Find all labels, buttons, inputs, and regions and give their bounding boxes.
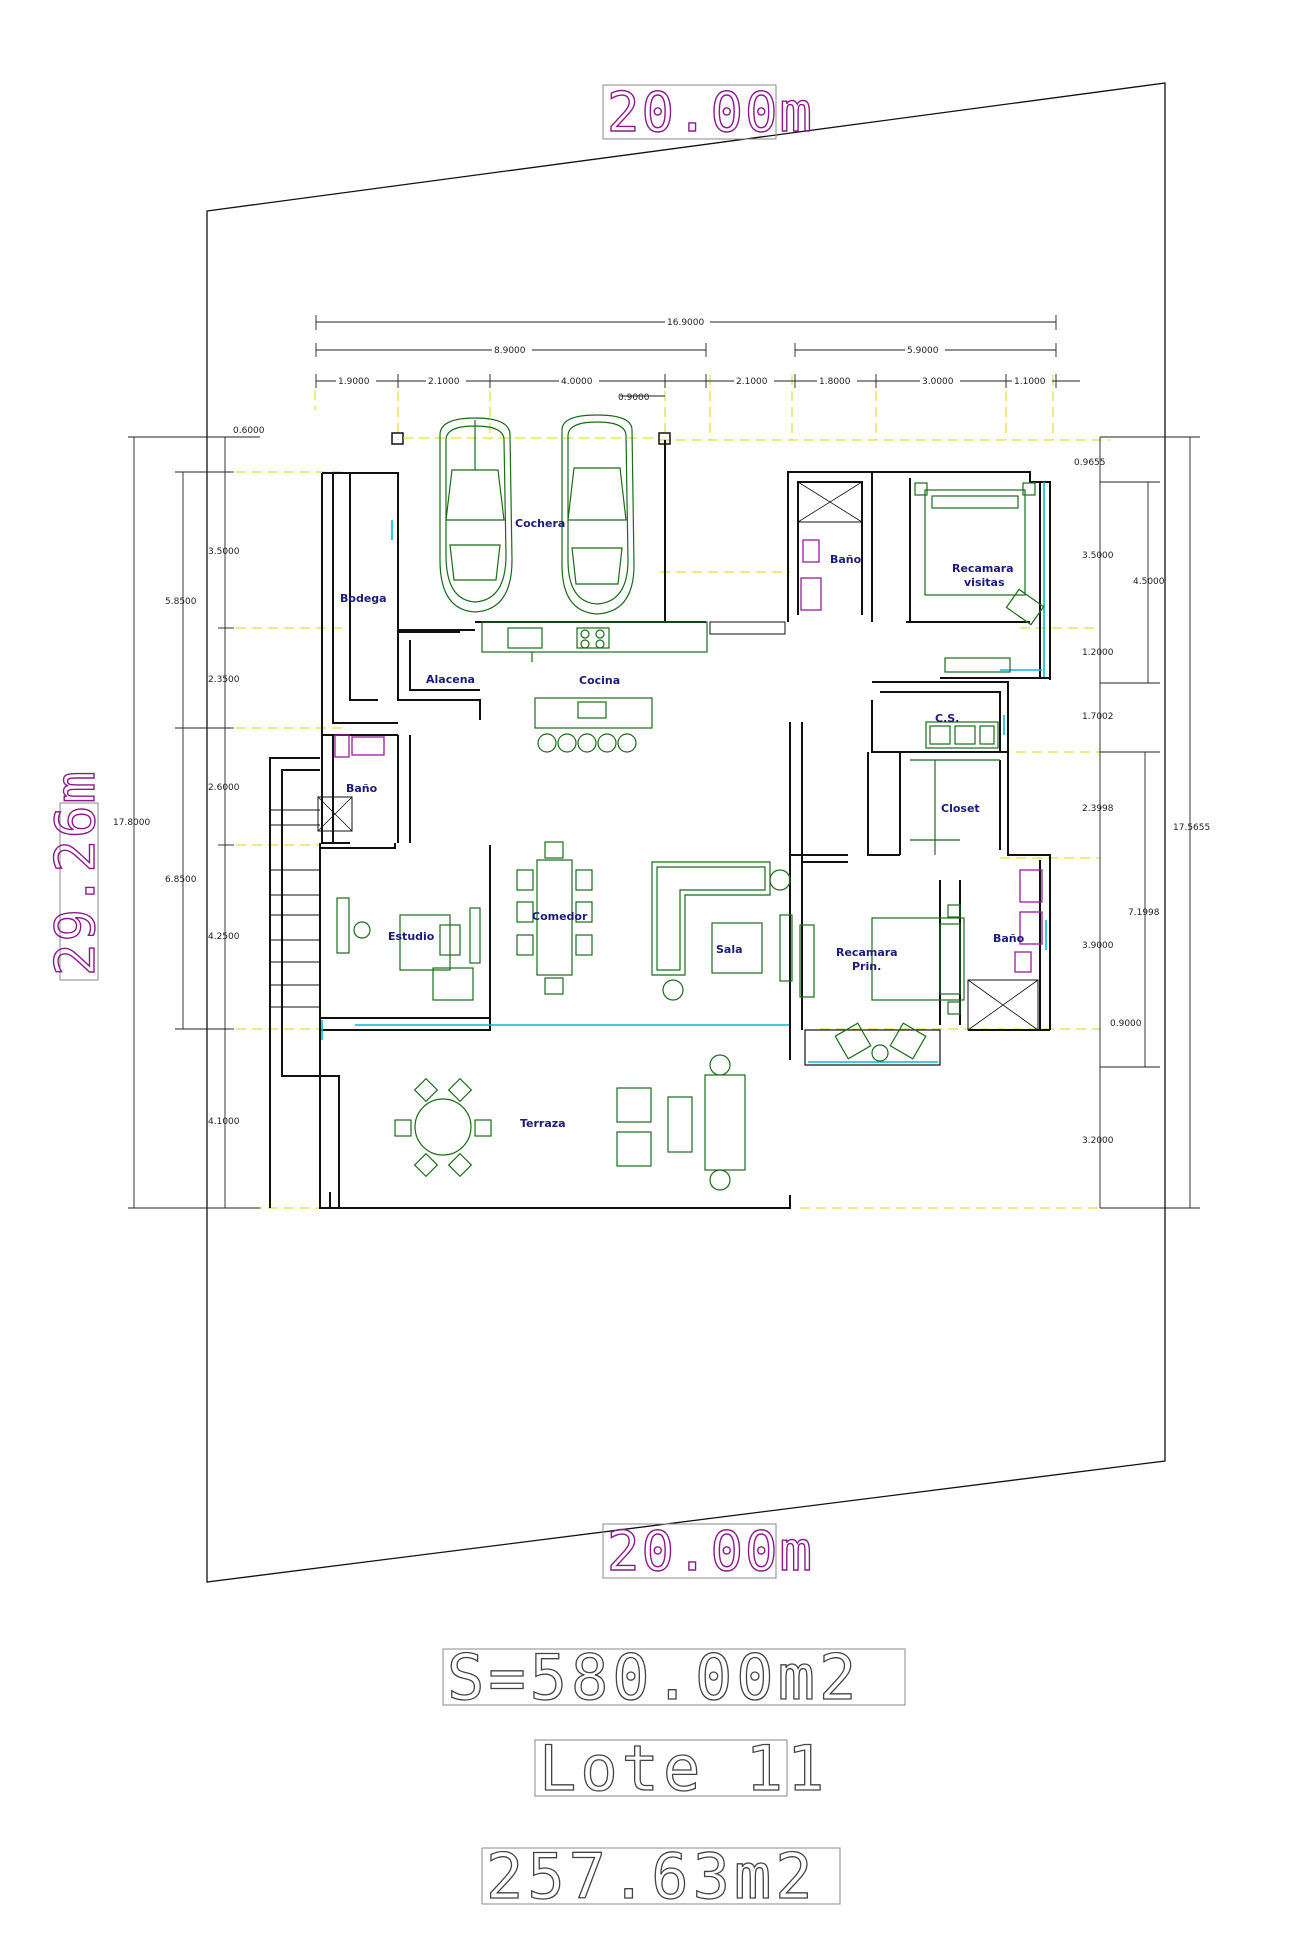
- room-label-recamara-principal: Recamara: [836, 946, 898, 959]
- lot-top-width-label: 20.00m: [602, 80, 814, 145]
- estudio-furniture: [336, 897, 481, 1001]
- cs-fixtures: [925, 721, 999, 749]
- terrace-furniture: [394, 1054, 746, 1191]
- lot-side-length-label: 29.26m: [43, 768, 108, 981]
- svg-text:2.1000: 2.1000: [736, 377, 768, 387]
- master-bed: [799, 904, 965, 1062]
- svg-text:0.9655: 0.9655: [1074, 458, 1106, 468]
- room-label-estudio: Estudio: [388, 930, 435, 943]
- svg-text:4.1000: 4.1000: [208, 1117, 240, 1127]
- lot-boundary: [206, 82, 1166, 1583]
- room-label-sala: Sala: [716, 943, 743, 956]
- room-label-cs: C.S.: [935, 712, 959, 725]
- svg-text:17.8000: 17.8000: [113, 818, 150, 828]
- guest-closet-unit: [944, 657, 1011, 673]
- reference-lines: [220, 375, 1110, 1209]
- car-right: [561, 414, 635, 615]
- svg-text:1.8000: 1.8000: [819, 377, 851, 387]
- svg-text:29.26m: 29.26m: [44, 769, 107, 976]
- svg-text:Lote 11: Lote 11: [539, 1732, 828, 1805]
- guest-bedroom-furniture: [914, 482, 1045, 626]
- surface-label: S=580.00m2: [442, 1640, 906, 1715]
- left-dimensions: 17.8000 5.8500 6.8500 0.6000 3.5000 2.35…: [113, 426, 265, 1209]
- svg-text:1.2000: 1.2000: [1082, 648, 1114, 658]
- svg-text:3.5000: 3.5000: [1082, 551, 1114, 561]
- svg-text:2.3500: 2.3500: [208, 675, 240, 685]
- svg-text:6.8500: 6.8500: [165, 875, 197, 885]
- svg-text:16.9000: 16.9000: [667, 318, 704, 328]
- svg-text:0.6000: 0.6000: [233, 426, 265, 436]
- master-bath-fixtures: [967, 869, 1043, 1031]
- svg-text:8.9000: 8.9000: [494, 346, 526, 356]
- svg-text:20.00m: 20.00m: [607, 1520, 814, 1583]
- living-set: [651, 861, 793, 1001]
- room-label-bano-visitas: Baño: [830, 553, 862, 566]
- room-label-terraza: Terraza: [520, 1117, 566, 1130]
- room-labels: Cochera Bodega Alacena Cocina Baño Baño …: [340, 517, 1025, 1130]
- kitchen-counter: [481, 621, 708, 662]
- lot-name-label: Lote 11: [534, 1731, 828, 1806]
- visitors-bath-fixtures: [797, 481, 863, 611]
- room-label-recamara-visitas: Recamara: [952, 562, 1014, 575]
- room-label-bano-principal: Baño: [993, 932, 1025, 945]
- svg-text:2.6000: 2.6000: [208, 783, 240, 793]
- svg-text:5.8500: 5.8500: [165, 597, 197, 607]
- svg-text:3.0000: 3.0000: [922, 377, 954, 387]
- svg-text:17.5655: 17.5655: [1173, 823, 1210, 833]
- service-bath-fixtures: [317, 734, 385, 832]
- svg-text:3.5000: 3.5000: [208, 547, 240, 557]
- room-label-alacena: Alacena: [426, 673, 475, 686]
- room-label-cocina: Cocina: [579, 674, 620, 687]
- car-left: [439, 417, 513, 613]
- lot-bottom-width-label: 20.00m: [602, 1519, 814, 1584]
- svg-text:7.1998: 7.1998: [1128, 908, 1160, 918]
- top-dimensions: 16.9000 8.9000 5.9000 1.9000 2.1000 4.00…: [315, 315, 1080, 403]
- svg-text:1.1000: 1.1000: [1014, 377, 1046, 387]
- closet-shelving: [910, 759, 1000, 855]
- svg-text:3.2000: 3.2000: [1082, 1136, 1114, 1146]
- right-dimensions: 17.5655 4.5000 7.1998 0.9655 3.5000 1.20…: [1074, 436, 1210, 1209]
- svg-text:2.1000: 2.1000: [428, 377, 460, 387]
- svg-text:0.9000: 0.9000: [1110, 1019, 1142, 1029]
- room-label-closet: Closet: [941, 802, 980, 815]
- dining-set: [516, 841, 593, 995]
- svg-text:S=580.00m2: S=580.00m2: [447, 1641, 860, 1714]
- built-area-label: 257.63m2: [481, 1839, 841, 1914]
- svg-text:1.7002: 1.7002: [1082, 712, 1114, 722]
- room-label-recamara-visitas-2: visitas: [964, 576, 1005, 589]
- svg-text:4.5000: 4.5000: [1133, 577, 1165, 587]
- svg-text:20.00m: 20.00m: [607, 81, 814, 144]
- windows: [321, 520, 1047, 1040]
- room-label-cochera: Cochera: [515, 517, 565, 530]
- svg-text:5.9000: 5.9000: [907, 346, 939, 356]
- svg-text:4.2500: 4.2500: [208, 932, 240, 942]
- svg-text:0.9000: 0.9000: [618, 393, 650, 403]
- walls: [269, 432, 1051, 1209]
- svg-text:3.9000: 3.9000: [1082, 941, 1114, 951]
- svg-text:1.9000: 1.9000: [338, 377, 370, 387]
- svg-text:2.3998: 2.3998: [1082, 804, 1114, 814]
- svg-text:257.63m2: 257.63m2: [486, 1840, 817, 1913]
- svg-text:4.0000: 4.0000: [561, 377, 593, 387]
- exterior-steps: [270, 809, 320, 1008]
- kitchen-island: [534, 697, 653, 753]
- room-label-comedor: Comedor: [532, 910, 588, 923]
- room-label-bodega: Bodega: [340, 592, 387, 605]
- room-label-bano-servicio: Baño: [346, 782, 378, 795]
- room-label-recamara-principal-2: Prin.: [852, 960, 881, 973]
